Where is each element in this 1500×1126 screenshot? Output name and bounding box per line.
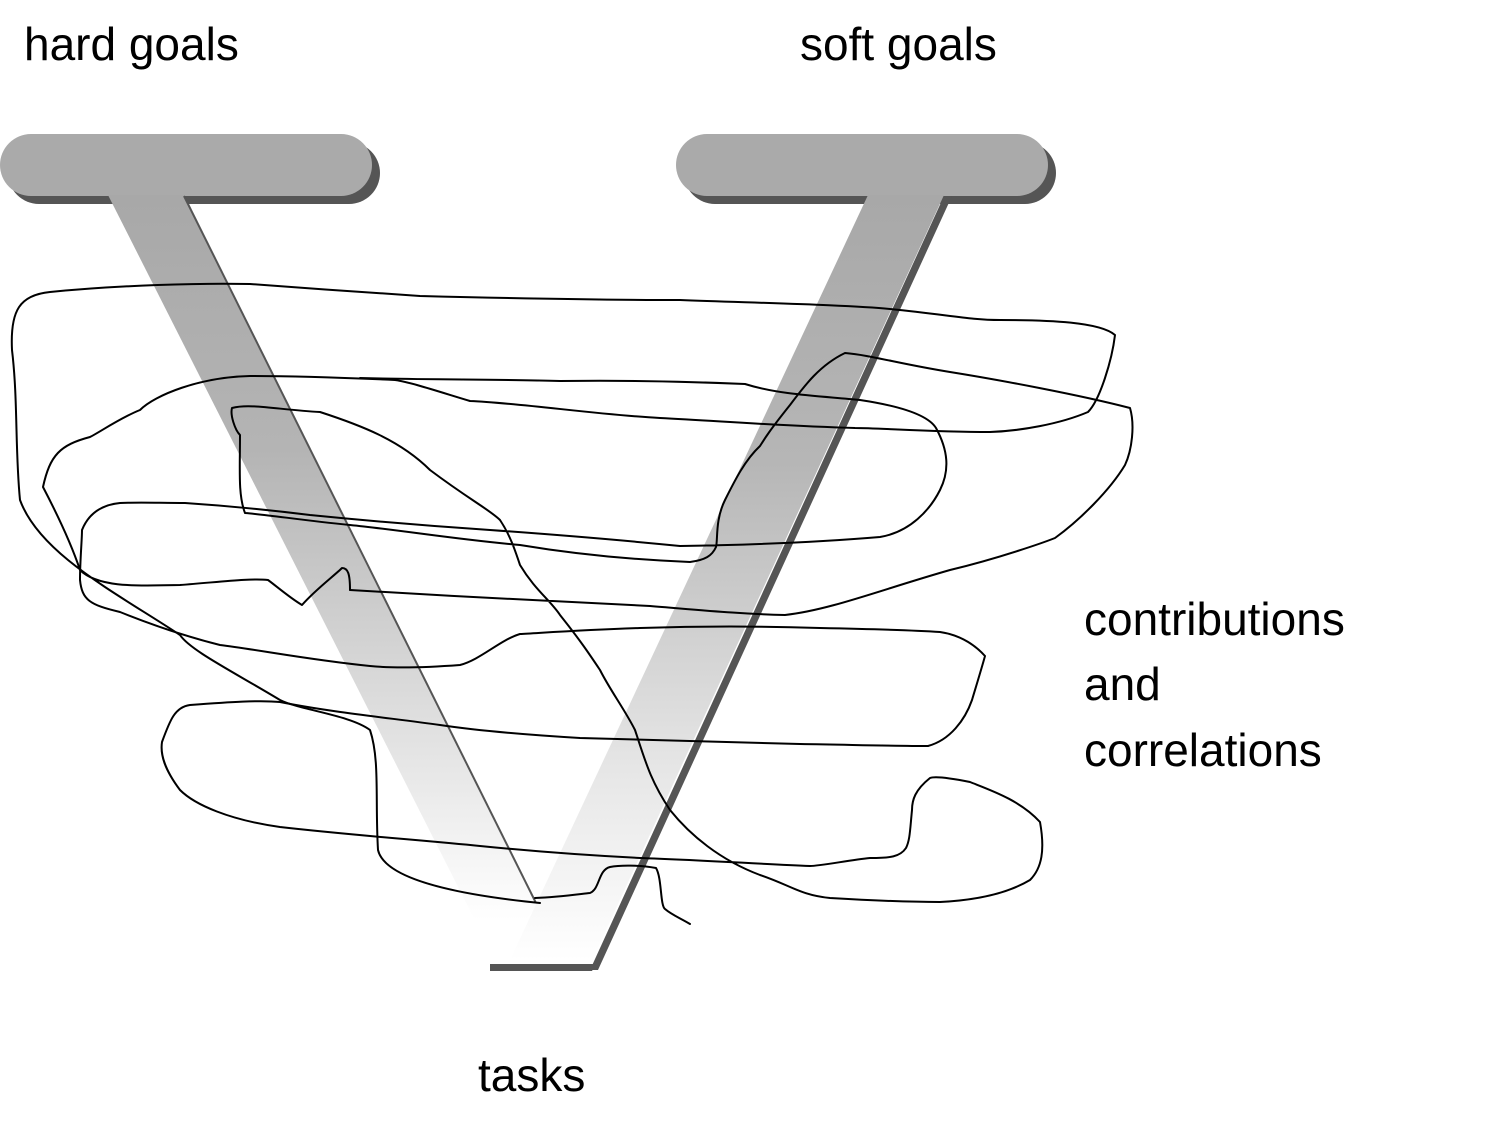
hard-goals-leg: [108, 195, 538, 950]
contributions-label: contributions and correlations: [1084, 587, 1345, 783]
contributions-label-line-3: correlations: [1084, 723, 1322, 776]
hard-goals-leg-edge: [183, 195, 537, 904]
hard-goals-bar-top: [0, 134, 372, 196]
scribble-loop-2: [79, 352, 1134, 903]
contribution-scribble: [10, 282, 1134, 925]
hard-goals-label: hard goals: [24, 18, 239, 70]
soft-goals-bar: [490, 134, 1056, 971]
contributions-label-line-1: contributions: [1084, 593, 1345, 645]
tasks-label: tasks: [478, 1049, 586, 1101]
soft-goals-label: soft goals: [800, 18, 997, 70]
tasks-base-shadow: [490, 964, 596, 971]
contributions-label-line-2: and: [1084, 658, 1161, 711]
soft-goals-bar-top: [676, 134, 1048, 196]
scribble-loop-1: [10, 282, 1116, 904]
scribble-tail: [534, 864, 691, 925]
soft-goals-leg-shadow: [590, 196, 952, 970]
soft-goals-leg: [510, 195, 944, 965]
hard-goals-bar: [0, 134, 538, 950]
